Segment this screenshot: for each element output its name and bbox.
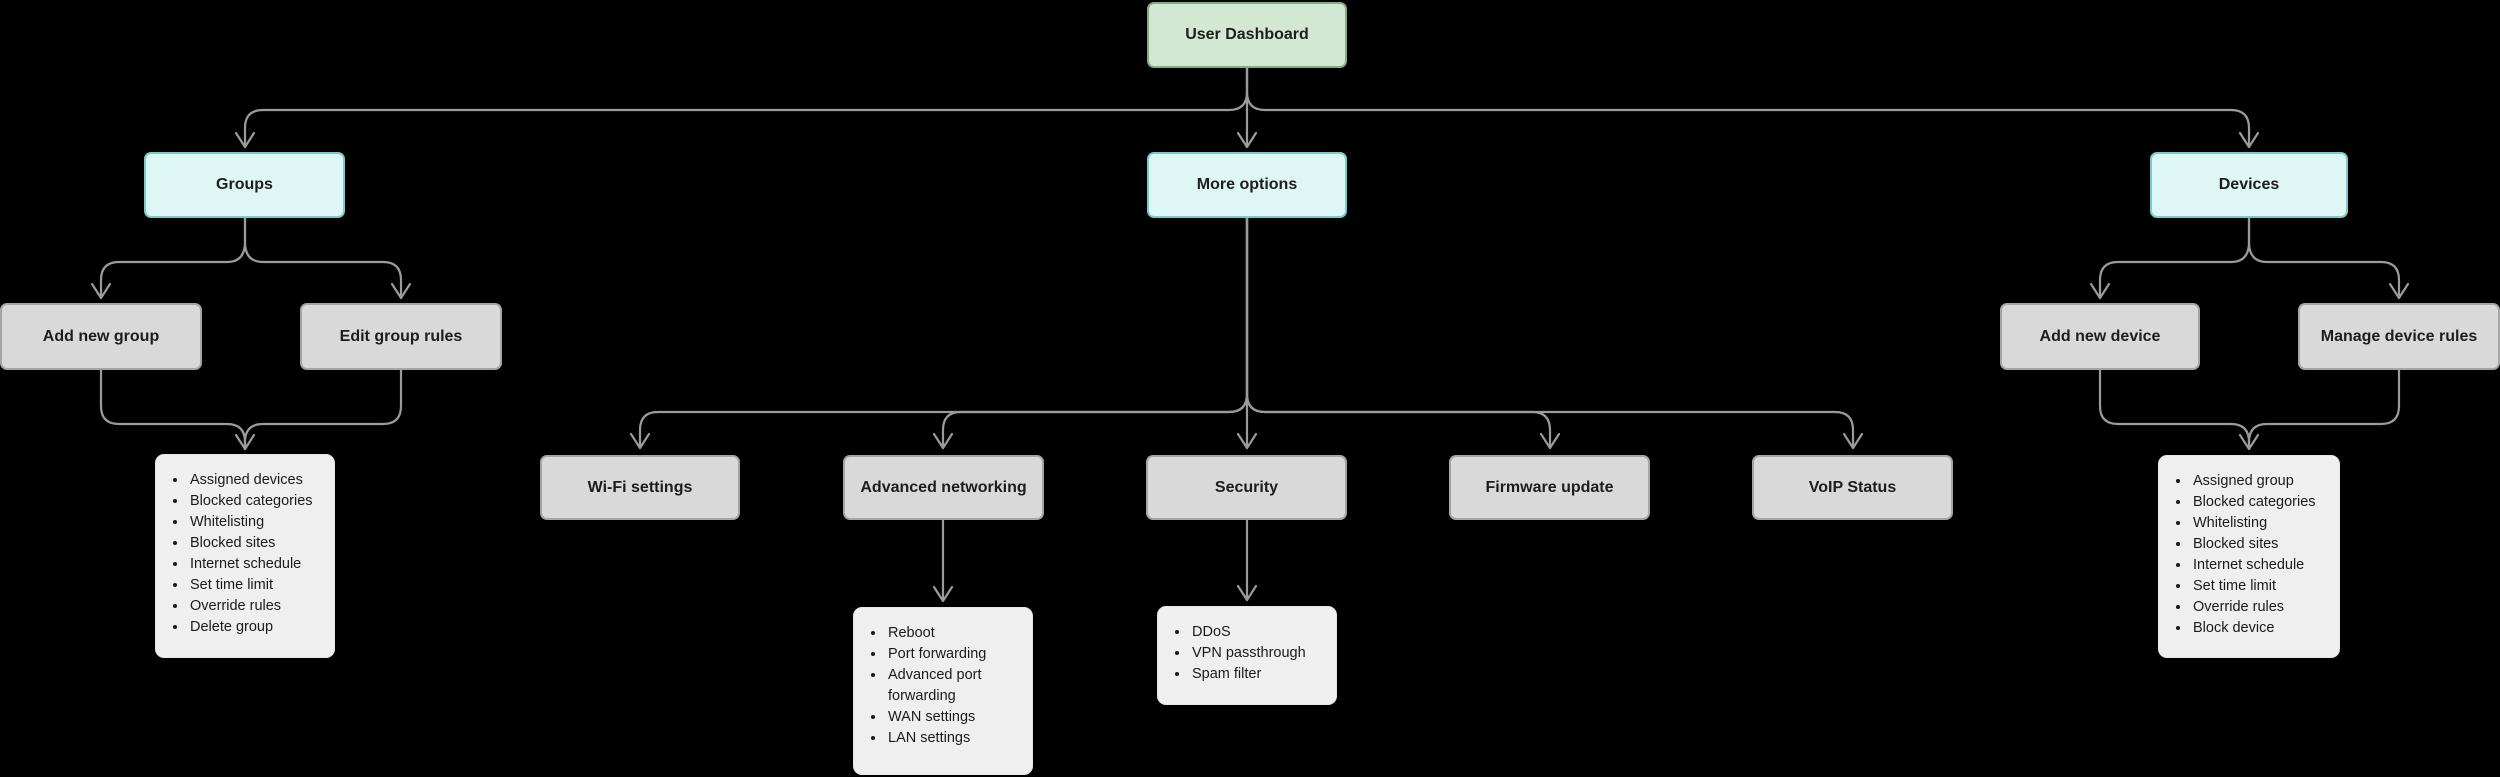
list-item: Set time limit bbox=[188, 575, 313, 596]
list-item: DDoS bbox=[1190, 622, 1306, 643]
edge-dashboard-to-groups bbox=[243, 66, 1249, 149]
node-add-new-group: Add new group bbox=[0, 303, 202, 370]
node-more-options: More options bbox=[1147, 152, 1347, 218]
arrowhead bbox=[90, 282, 112, 300]
node-add-new-group-label: Add new group bbox=[42, 327, 160, 345]
edge-add-new-device-to-list bbox=[2098, 368, 2251, 451]
list-item: LAN settings bbox=[886, 728, 1024, 749]
arrowhead bbox=[629, 432, 651, 450]
node-security-list: DDoSVPN passthroughSpam filter bbox=[1157, 606, 1337, 705]
node-edit-group-rules: Edit group rules bbox=[300, 303, 502, 370]
list-item: Override rules bbox=[2191, 597, 2316, 618]
arrowhead bbox=[932, 585, 954, 603]
node-group-rules-list: Assigned devicesBlocked categoriesWhitel… bbox=[155, 454, 335, 658]
arrowhead bbox=[2388, 282, 2410, 300]
edge-groups-to-add-new-group bbox=[99, 216, 247, 300]
arrowhead bbox=[1236, 432, 1258, 450]
arrowhead bbox=[1842, 432, 1864, 450]
list-item: Delete group bbox=[188, 617, 313, 638]
node-security-label: Security bbox=[1214, 478, 1279, 496]
node-advanced-networking: Advanced networking bbox=[843, 455, 1044, 520]
edge-devices-to-add-new-device bbox=[2098, 216, 2251, 300]
node-more-options-label: More options bbox=[1196, 176, 1298, 194]
list-item: Blocked sites bbox=[2191, 534, 2316, 555]
edge-dashboard-to-devices bbox=[1245, 66, 2251, 149]
list-item: Blocked categories bbox=[188, 491, 313, 512]
list-item: Set time limit bbox=[2191, 576, 2316, 597]
list-item: Internet schedule bbox=[188, 554, 313, 575]
node-security: Security bbox=[1146, 455, 1347, 520]
arrowhead bbox=[932, 432, 954, 450]
arrowhead bbox=[2238, 433, 2260, 451]
node-device-rules-list: Assigned groupBlocked categoriesWhitelis… bbox=[2158, 455, 2340, 658]
node-advanced-networking-list: RebootPort forwardingAdvanced port forwa… bbox=[853, 607, 1033, 775]
node-groups-label: Groups bbox=[216, 176, 273, 194]
node-wifi-settings-label: Wi-Fi settings bbox=[587, 478, 693, 496]
device-rules-bullet-list: Assigned groupBlocked categoriesWhitelis… bbox=[2159, 456, 2324, 651]
list-item: Reboot bbox=[886, 623, 1024, 644]
edge-more-options-to-advanced-networking bbox=[941, 216, 1249, 450]
edge-devices-to-manage-device-rules bbox=[2247, 216, 2401, 300]
arrowhead bbox=[1236, 584, 1258, 602]
arrowhead bbox=[234, 433, 256, 451]
arrowhead bbox=[390, 282, 412, 300]
edge-more-options-to-firmware bbox=[1245, 216, 1552, 450]
edge-edit-group-rules-to-list bbox=[243, 368, 403, 451]
node-edit-group-rules-label: Edit group rules bbox=[339, 327, 463, 345]
node-devices: Devices bbox=[2150, 152, 2348, 218]
list-item: VPN passthrough bbox=[1190, 643, 1306, 664]
node-voip-status: VoIP Status bbox=[1752, 455, 1953, 520]
list-item: Spam filter bbox=[1190, 664, 1306, 685]
edge-manage-device-rules-to-list bbox=[2247, 368, 2401, 451]
group-rules-bullet-list: Assigned devicesBlocked categoriesWhitel… bbox=[156, 455, 321, 650]
node-devices-label: Devices bbox=[2218, 176, 2280, 194]
advanced-networking-bullet-list: RebootPort forwardingAdvanced port forwa… bbox=[854, 608, 1032, 761]
node-firmware-update-label: Firmware update bbox=[1485, 478, 1614, 496]
arrowhead bbox=[1236, 131, 1258, 149]
arrowhead bbox=[234, 131, 256, 149]
node-add-new-device: Add new device bbox=[2000, 303, 2200, 370]
list-item: WAN settings bbox=[886, 707, 1024, 728]
arrowhead bbox=[2238, 131, 2260, 149]
edge-more-options-to-voip bbox=[1245, 216, 1855, 450]
arrowhead bbox=[2089, 282, 2111, 300]
list-item: Whitelisting bbox=[188, 512, 313, 533]
security-bullet-list: DDoSVPN passthroughSpam filter bbox=[1158, 607, 1314, 697]
node-voip-status-label: VoIP Status bbox=[1808, 478, 1897, 496]
list-item: Internet schedule bbox=[2191, 555, 2316, 576]
list-item: Block device bbox=[2191, 618, 2316, 639]
list-item: Whitelisting bbox=[2191, 513, 2316, 534]
arrowhead bbox=[1539, 432, 1561, 450]
list-item: Port forwarding bbox=[886, 644, 1024, 665]
edge-more-options-to-wifi bbox=[638, 216, 1249, 450]
node-advanced-networking-label: Advanced networking bbox=[860, 478, 1027, 496]
list-item: Blocked categories bbox=[2191, 492, 2316, 513]
edge-groups-to-edit-group-rules bbox=[243, 216, 403, 300]
node-firmware-update: Firmware update bbox=[1449, 455, 1650, 520]
node-add-new-device-label: Add new device bbox=[2039, 327, 2161, 345]
node-manage-device-rules: Manage device rules bbox=[2298, 303, 2500, 370]
list-item: Advanced port forwarding bbox=[886, 665, 1024, 707]
edge-add-new-group-to-list bbox=[99, 368, 247, 451]
list-item: Assigned group bbox=[2191, 471, 2316, 492]
node-user-dashboard: User Dashboard bbox=[1147, 2, 1347, 68]
node-wifi-settings: Wi-Fi settings bbox=[540, 455, 740, 520]
node-manage-device-rules-label: Manage device rules bbox=[2320, 327, 2478, 345]
list-item: Assigned devices bbox=[188, 470, 313, 491]
node-groups: Groups bbox=[144, 152, 345, 218]
list-item: Override rules bbox=[188, 596, 313, 617]
list-item: Blocked sites bbox=[188, 533, 313, 554]
node-user-dashboard-label: User Dashboard bbox=[1185, 26, 1309, 44]
